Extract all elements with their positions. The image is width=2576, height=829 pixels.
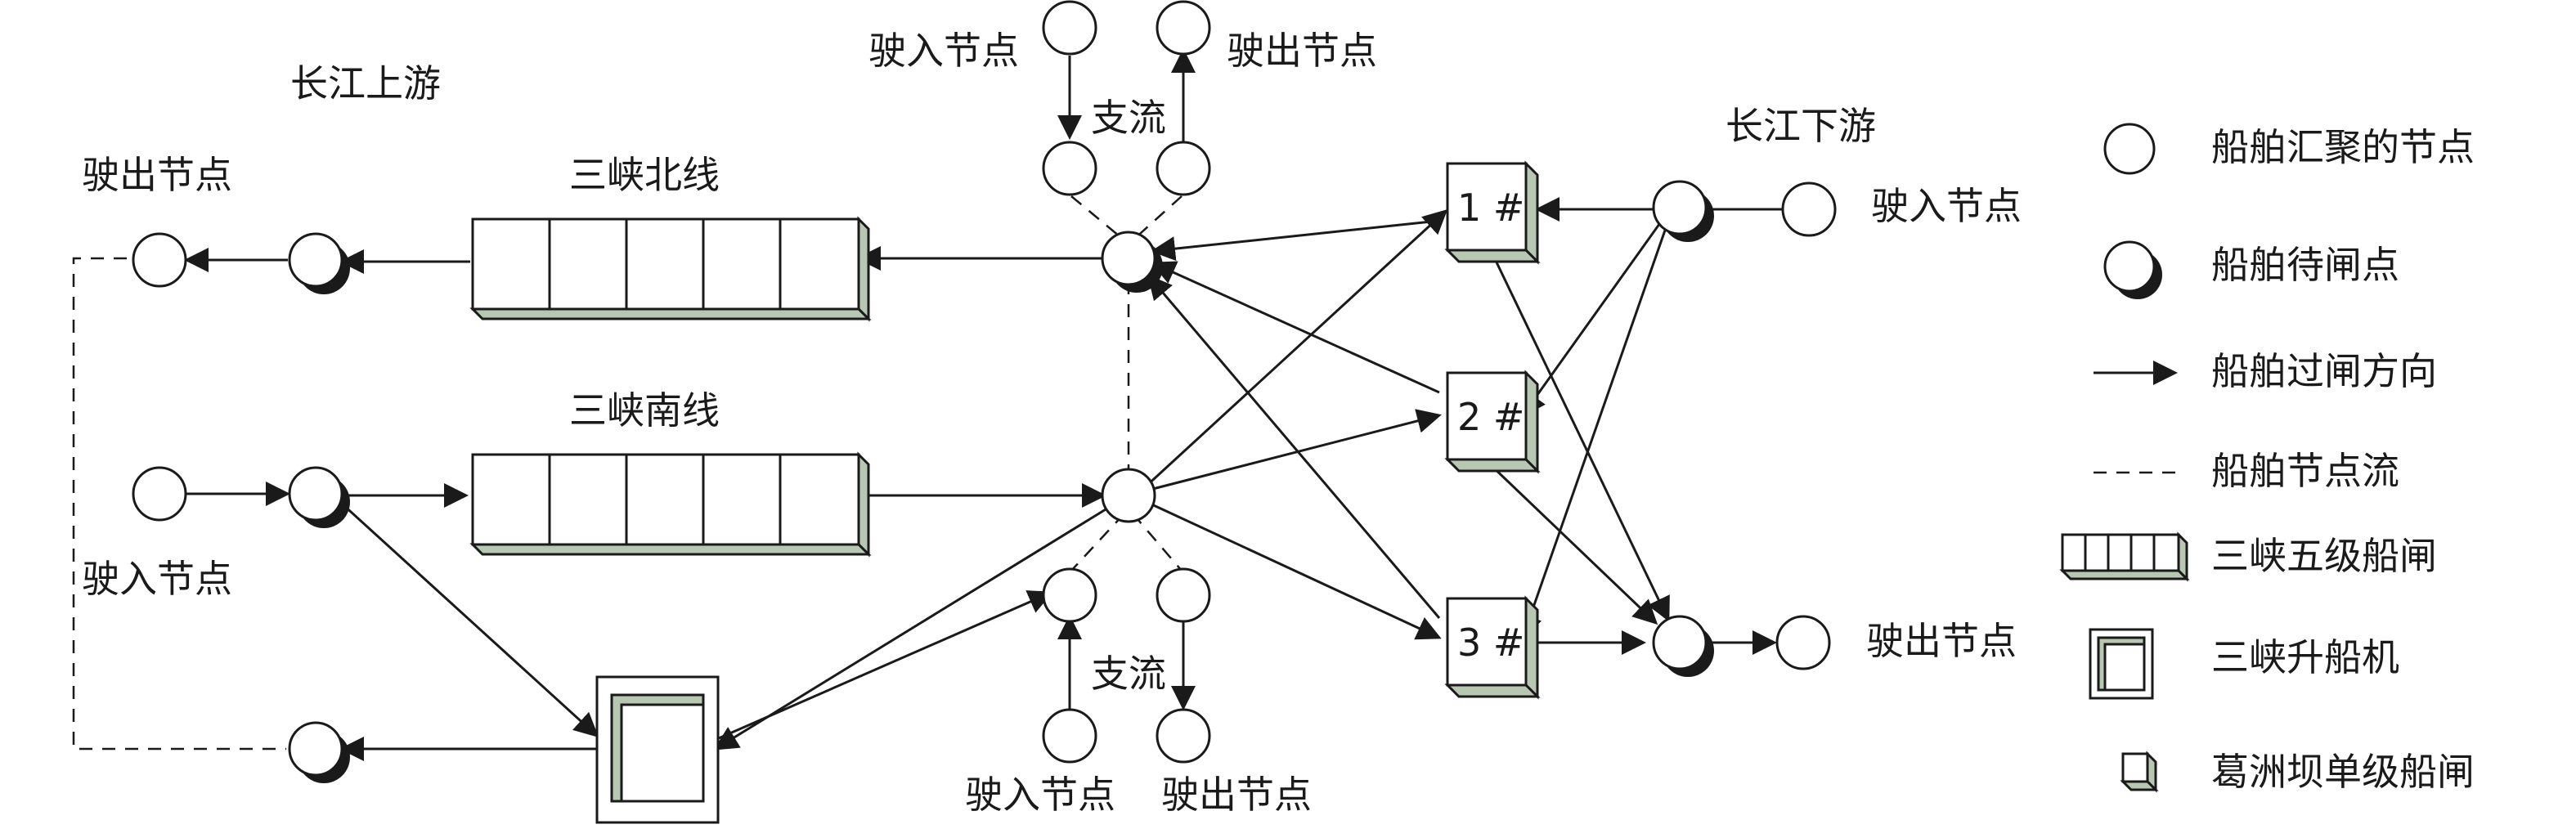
gezhouba-lock-1: 1 #: [1444, 160, 1541, 265]
network-nodes: [132, 0, 1837, 783]
right-outflow-label: 驶出节点: [1866, 619, 2017, 663]
bottom-inflow-node: [1042, 708, 1097, 764]
north-waiting-point: [288, 232, 343, 288]
top-tributary-label: 支流: [1091, 96, 1166, 140]
bottom-tributary-node-right: [1156, 567, 1211, 623]
legend-five-stage-lock: 三峡五级船闸: [2059, 531, 2437, 582]
top-tributary-node-left: [1042, 141, 1097, 196]
diagram-labels: 长江上游 长江下游 三峡北线 三峡南线 支流 支流 驶入节点 驶出节点 驶出节点…: [82, 29, 2022, 817]
legend-node-flow-label: 船舶节点流: [2211, 449, 2399, 493]
bottom-outflow-node: [1156, 708, 1211, 764]
lock-2-label: 2 #: [1457, 395, 1524, 439]
legend-direction-label: 船舶过闸方向: [2211, 349, 2437, 393]
left-inflow-label: 驶入节点: [82, 557, 232, 601]
downstream-outflow-node: [1775, 615, 1831, 670]
bottom-outflow-label: 驶出节点: [1161, 773, 1312, 817]
legend-node-flow: 船舶节点流: [2094, 449, 2399, 493]
south-line-label: 三峡南线: [569, 388, 720, 432]
node-flow-lines: [72, 195, 1183, 751]
legend-waiting-point: 船舶待闸点: [2103, 240, 2399, 299]
ship-lift: [595, 675, 720, 824]
lock-3-label: 3 #: [1457, 621, 1524, 665]
legend-waiting-point-label: 船舶待闸点: [2211, 243, 2399, 287]
north-line-label: 三峡北线: [569, 153, 720, 197]
downstream-label: 长江下游: [1726, 104, 1876, 148]
downstream-exit-waiting-point: [1652, 615, 1708, 670]
bottom-tributary-label: 支流: [1091, 652, 1166, 696]
north-five-stage-lock: [469, 216, 872, 322]
legend-ship-lift: 三峡升船机: [2089, 628, 2399, 700]
north-hub-waiting-point: [1101, 231, 1156, 286]
upstream-outflow-node: [132, 232, 187, 288]
bottom-inflow-label: 驶入节点: [965, 773, 1115, 817]
top-outflow-label: 驶出节点: [1227, 29, 1377, 73]
top-outflow-node: [1156, 0, 1211, 56]
legend-gather-node-label: 船舶汇聚的节点: [2211, 125, 2475, 169]
south-hub-node: [1101, 468, 1156, 523]
legend-direction: 船舶过闸方向: [2094, 349, 2437, 393]
gezhouba-lock-3: 3 #: [1444, 595, 1541, 700]
legend-gather-node: 船舶汇聚的节点: [2103, 123, 2475, 175]
upstream-label: 长江上游: [290, 61, 441, 105]
lift-waiting-point: [288, 721, 343, 777]
flow-arrows: [184, 48, 1783, 761]
downstream-waiting-point: [1652, 180, 1708, 235]
legend-ship-lift-label: 三峡升船机: [2211, 635, 2399, 679]
left-outflow-label: 驶出节点: [82, 153, 232, 197]
right-inflow-label: 驶入节点: [1871, 184, 2022, 228]
south-waiting-point: [288, 466, 343, 522]
gezhouba-lock-2: 2 #: [1444, 370, 1541, 474]
legend-single-stage-lock: 葛洲坝单级船闸: [2120, 750, 2475, 794]
upstream-inflow-node: [132, 466, 187, 522]
south-five-stage-lock: [469, 451, 872, 558]
legend-five-stage-lock-label: 三峡五级船闸: [2211, 534, 2437, 578]
top-tributary-node-right: [1156, 141, 1211, 196]
top-inflow-label: 驶入节点: [868, 29, 1019, 73]
downstream-inflow-node: [1781, 181, 1837, 237]
lock-1-label: 1 #: [1457, 186, 1524, 230]
bottom-tributary-node-left: [1042, 567, 1097, 623]
top-inflow-node: [1042, 0, 1097, 56]
legend-single-stage-lock-label: 葛洲坝单级船闸: [2211, 750, 2475, 794]
legend: 船舶汇聚的节点 船舶待闸点 船舶过闸方向 船舶节点流 三峡五级船闸: [2059, 123, 2475, 794]
